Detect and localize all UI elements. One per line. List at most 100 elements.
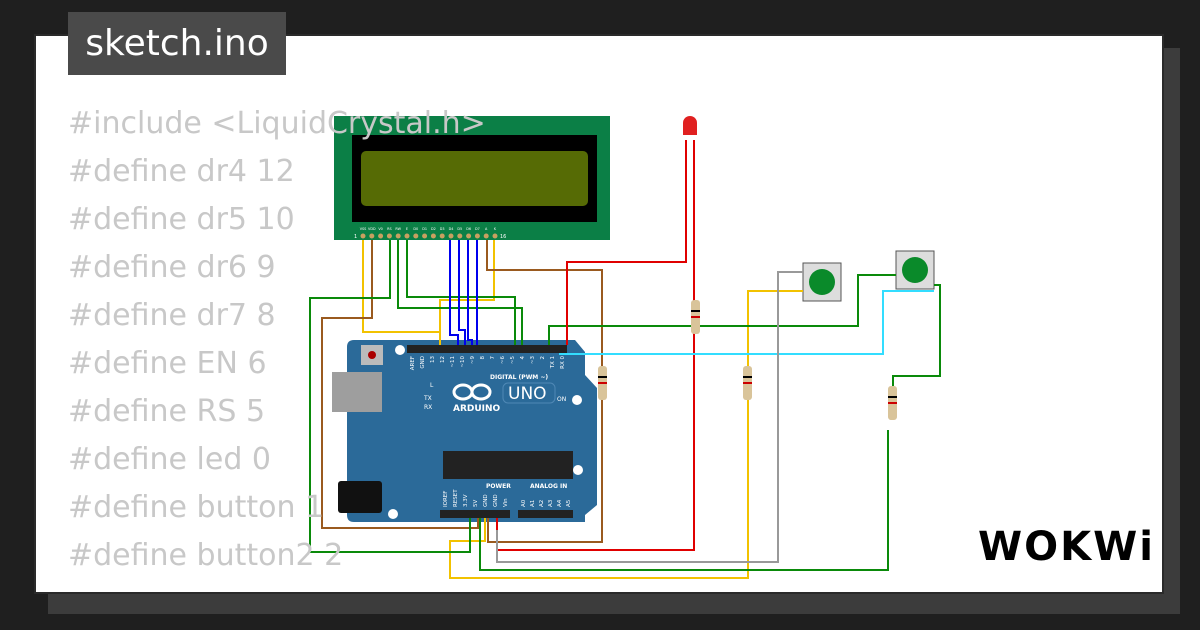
digital-pin-label: 12	[440, 356, 446, 363]
wire-blue	[467, 240, 473, 345]
pushbutton-2[interactable]	[895, 250, 935, 290]
wire-brown	[486, 240, 603, 543]
red-led[interactable]	[683, 116, 697, 135]
wire-green	[479, 430, 889, 571]
code-line: #define dr6 9	[68, 250, 276, 285]
arduino-logo-text: ARDUINO	[453, 404, 501, 414]
wire-gray	[496, 271, 803, 563]
wokwi-logo: WOKWi	[978, 524, 1155, 570]
lcd-pin-label: D1	[422, 227, 427, 231]
code-line: #define dr5 10	[68, 202, 295, 237]
code-line: #define RS 5	[68, 394, 266, 429]
wire-green	[892, 284, 941, 390]
wire-green	[406, 240, 516, 345]
lcd-pin[interactable]	[386, 233, 392, 239]
lcd-pin[interactable]	[457, 233, 463, 239]
lcd-pin-label: D4	[449, 227, 454, 231]
arduino-infinity-icon	[452, 383, 492, 401]
lcd-pin[interactable]	[360, 233, 366, 239]
lcd-pin[interactable]	[378, 233, 384, 239]
lcd-pin-label: D5	[457, 227, 462, 231]
digital-pin-label: 4	[520, 356, 526, 360]
sketch-title: sketch.ino	[68, 12, 286, 75]
code-line: #define dr4 12	[68, 154, 295, 189]
analog-pin-label: A5	[566, 499, 572, 507]
lcd-pin[interactable]	[430, 233, 436, 239]
arduino-model: UNO	[508, 384, 547, 404]
wire-red	[566, 140, 687, 345]
digital-pin-label: 7	[490, 356, 496, 360]
led-label-rx: RX	[424, 404, 432, 411]
digital-pin-label: ~9	[470, 356, 476, 365]
wire-yellow	[362, 240, 441, 345]
lcd-pin-label: V0	[378, 227, 382, 231]
lcd-pin-label: A	[485, 227, 488, 231]
arduino-uno[interactable]: ARDUINO UNO DIGITAL (PWM ~) POWER ANALOG…	[332, 340, 597, 522]
lcd-pin[interactable]	[492, 233, 498, 239]
analog-pin-label: A4	[557, 499, 563, 507]
power-pin-label: RESET	[453, 489, 459, 507]
digital-pin-label: AREF	[410, 356, 416, 370]
code-preview: #include <LiquidCrystal.h> #define dr4 12…	[68, 100, 486, 580]
code-line: #define button 1	[68, 490, 325, 525]
power-pin-label: 3.3V	[463, 494, 469, 507]
lcd-pin-label: D7	[475, 227, 480, 231]
power-pin-label: IOREF	[443, 491, 449, 507]
pushbutton-1[interactable]	[802, 262, 842, 302]
lcd-pin[interactable]	[369, 233, 375, 239]
analog-header	[518, 510, 573, 518]
lcd-pin[interactable]	[413, 233, 419, 239]
microcontroller-chip	[443, 451, 573, 479]
lcd-pin-label: D3	[440, 227, 445, 231]
lcd-pin-label: D6	[466, 227, 471, 231]
lcd-pin[interactable]	[439, 233, 445, 239]
lcd-pin-label: RW	[395, 227, 401, 231]
analog-pin-label: A1	[530, 500, 536, 507]
digital-pin-label: ~10	[460, 356, 466, 368]
lcd-last-pin: 16	[500, 234, 506, 240]
led-label-tx: TX	[423, 395, 432, 402]
resistor[interactable]	[743, 366, 752, 400]
wires	[309, 140, 941, 579]
digital-pin-label: ~11	[450, 356, 456, 368]
code-line: #define button2 2	[68, 538, 344, 573]
power-pin-label: 5V	[473, 500, 479, 507]
digital-pin-label: ~6	[500, 356, 506, 365]
lcd-pin-label: D2	[431, 227, 436, 231]
code-line: #define dr7 8	[68, 298, 276, 333]
resistor[interactable]	[598, 366, 607, 400]
lcd-pin[interactable]	[474, 233, 480, 239]
digital-header	[407, 345, 567, 353]
lcd-pin[interactable]	[466, 233, 472, 239]
analog-pin-label: A0	[521, 499, 527, 507]
lcd-pin[interactable]	[404, 233, 410, 239]
resistor[interactable]	[691, 300, 700, 334]
power-header	[440, 510, 510, 518]
code-line: #define EN 6	[68, 346, 267, 381]
wire-blue	[449, 240, 459, 345]
lcd-pin[interactable]	[422, 233, 428, 239]
lcd-pin[interactable]	[448, 233, 454, 239]
led-label-l: L	[430, 382, 434, 389]
code-line: #include <LiquidCrystal.h>	[68, 106, 486, 141]
wire-green	[548, 274, 896, 345]
lcd-pin[interactable]	[395, 233, 401, 239]
wire-brown	[321, 240, 479, 529]
lcd-pin-label: K	[494, 227, 497, 231]
code-line: #define led 0	[68, 442, 271, 477]
power-pin-label: GND	[493, 494, 499, 507]
wire-cyan	[559, 290, 934, 355]
digital-label: DIGITAL (PWM ~)	[490, 374, 548, 381]
digital-pin-label: GND	[420, 356, 426, 369]
power-pin-label: Vin	[503, 498, 509, 507]
led-label-on: ON	[557, 396, 566, 403]
resistor[interactable]	[888, 386, 897, 420]
lcd-pin[interactable]	[483, 233, 489, 239]
lcd-pin-label: D0	[413, 227, 418, 231]
analog-label: ANALOG IN	[530, 483, 567, 490]
lcd-pin-label: VDD	[368, 227, 376, 231]
power-jack	[338, 481, 382, 513]
lcd-first-pin: 1	[354, 234, 357, 240]
